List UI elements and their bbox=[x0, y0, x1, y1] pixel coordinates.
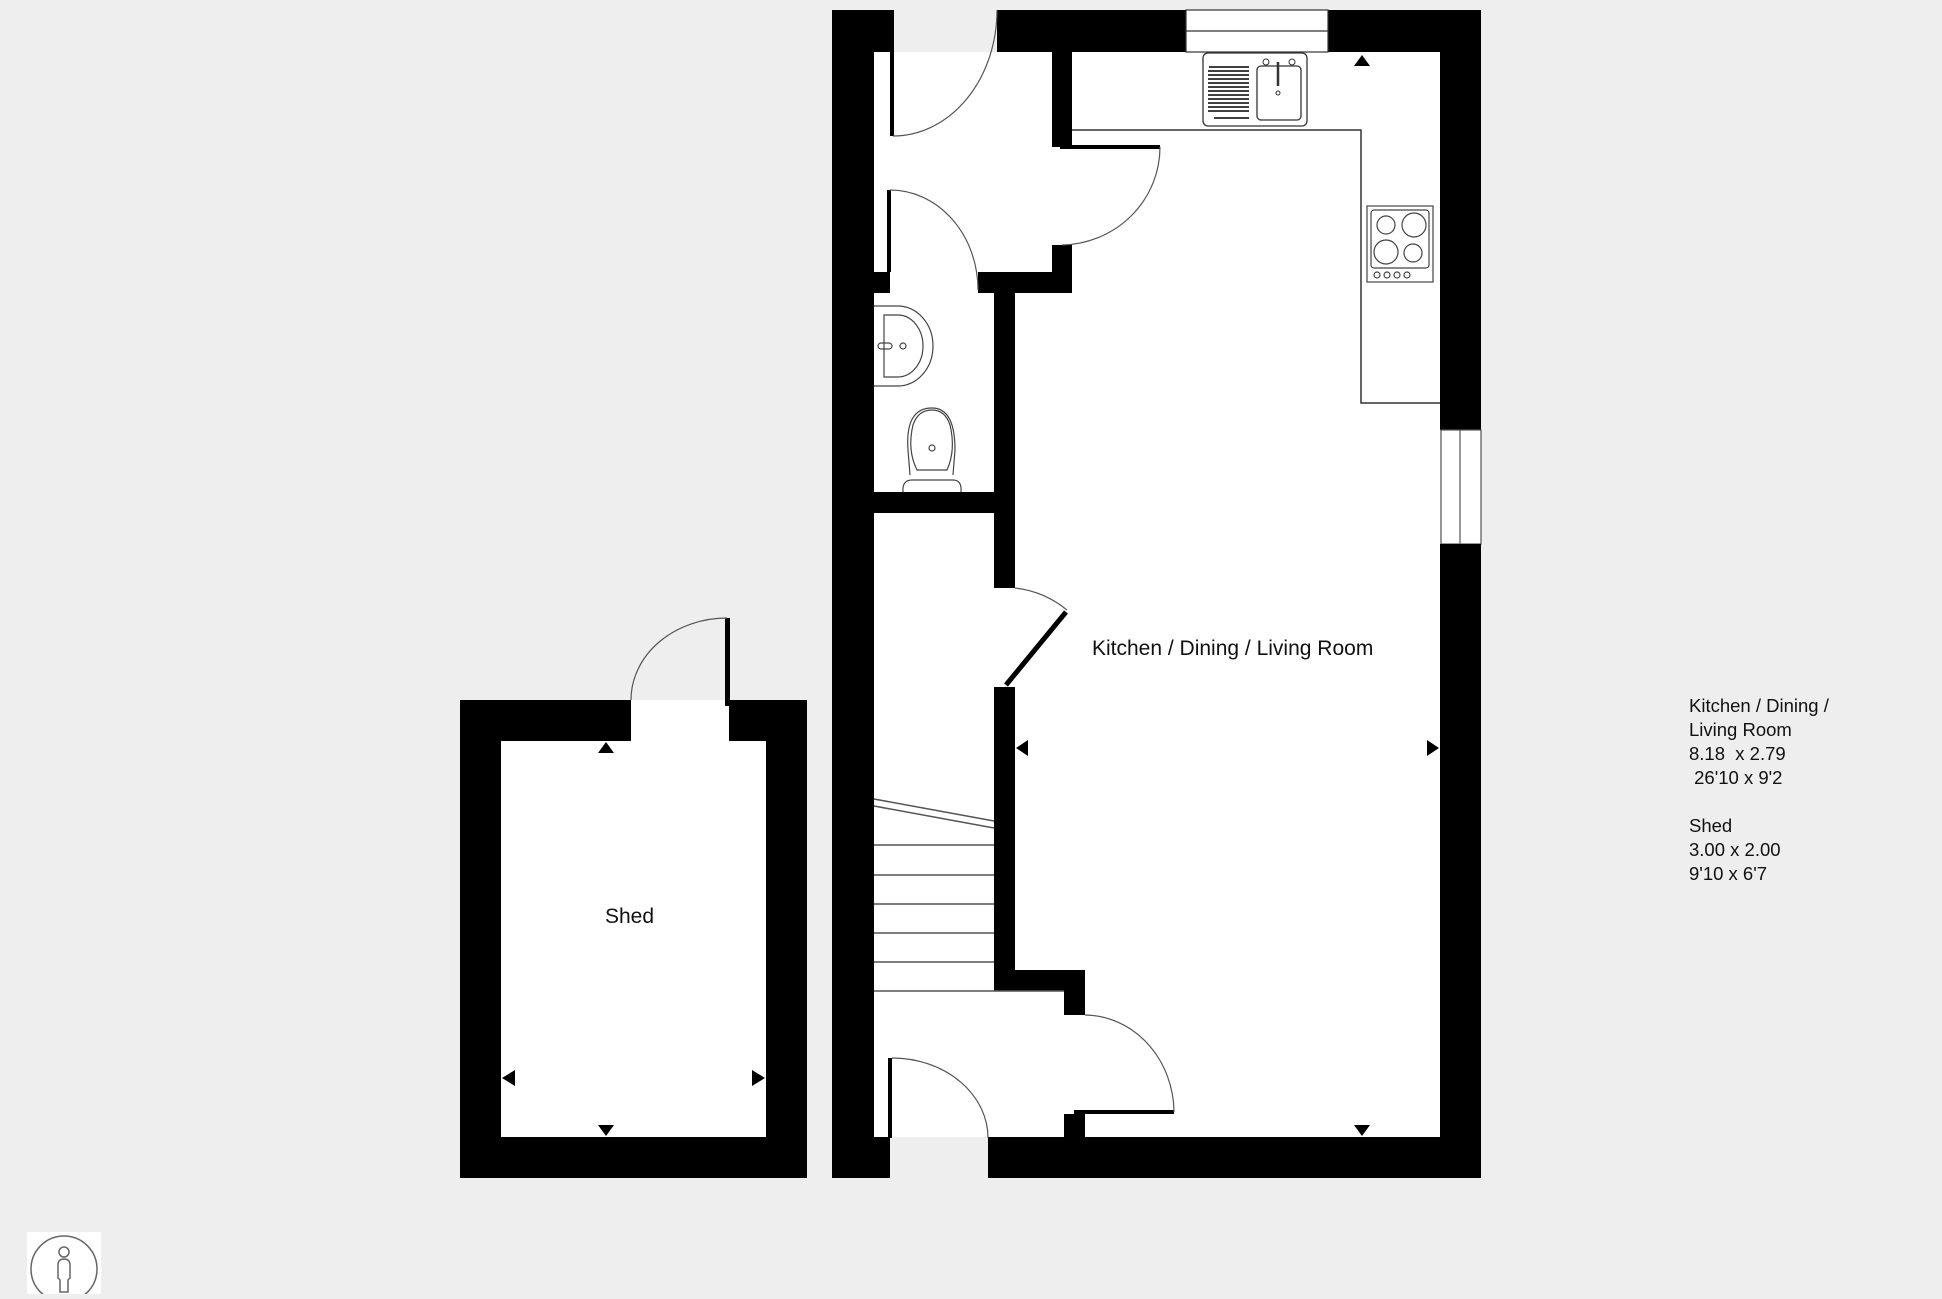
legend-metric: 8.18 x 2.79 bbox=[1689, 743, 1786, 764]
front-door-swing bbox=[892, 9, 998, 137]
right-window bbox=[1440, 429, 1482, 545]
kitchen-door-swing bbox=[1061, 146, 1161, 246]
legend-room-name-2: Living Room bbox=[1689, 719, 1792, 740]
hob-icon bbox=[1366, 205, 1434, 283]
staircase bbox=[873, 798, 1064, 992]
bottom-door-swing bbox=[891, 1057, 989, 1139]
person-orientation-icon bbox=[27, 1232, 101, 1299]
right-wall bbox=[1440, 10, 1481, 430]
wc-door-swing bbox=[889, 189, 979, 291]
dim-arrow-top bbox=[1354, 55, 1370, 66]
rear-door-swing bbox=[1084, 1014, 1175, 1113]
left-wall bbox=[832, 10, 874, 1178]
kitchen-counter bbox=[1072, 129, 1440, 404]
shed-door-swing bbox=[630, 617, 728, 701]
sink-icon bbox=[1202, 52, 1308, 127]
shed-room-label: Shed bbox=[605, 905, 654, 928]
legend-imperial: 26'10 x 9'2 bbox=[1689, 767, 1783, 788]
main-building: Kitchen / Dining / Living Room bbox=[832, 9, 1482, 1178]
dim-arrow-bottom bbox=[1354, 1125, 1370, 1136]
toilet-icon bbox=[902, 407, 962, 493]
dim-arrow-left bbox=[1016, 740, 1028, 756]
basin-icon bbox=[874, 305, 934, 387]
legend-imperial: 9'10 x 6'7 bbox=[1689, 863, 1768, 884]
room-dimensions-legend: Kitchen / Dining / Living Room 8.18 x 2.… bbox=[1689, 694, 1829, 910]
living-door-swing bbox=[1014, 587, 1068, 611]
legend-room-name: Kitchen / Dining / bbox=[1689, 695, 1829, 716]
dim-arrow-right bbox=[1427, 740, 1439, 756]
top-wall bbox=[997, 10, 1186, 52]
kitchen-room-label: Kitchen / Dining / Living Room bbox=[1092, 637, 1373, 660]
shed: Shed bbox=[460, 617, 807, 1178]
legend-room-name: Shed bbox=[1689, 815, 1733, 836]
legend-kitchen: Kitchen / Dining / Living Room 8.18 x 2.… bbox=[1689, 694, 1829, 790]
legend-metric: 3.00 x 2.00 bbox=[1689, 839, 1781, 860]
legend-shed: Shed 3.00 x 2.00 9'10 x 6'7 bbox=[1689, 814, 1829, 886]
bottom-wall bbox=[988, 1137, 1481, 1178]
